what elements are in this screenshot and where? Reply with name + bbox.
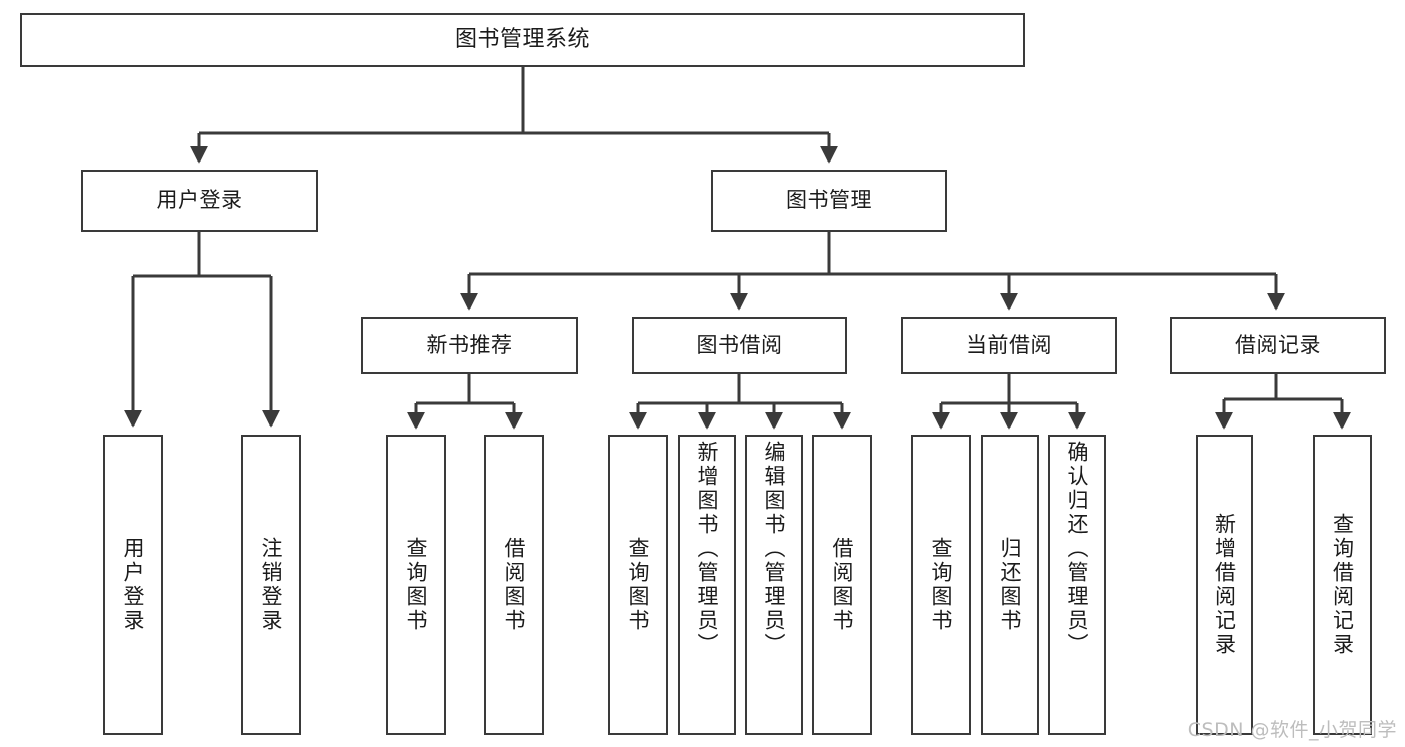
leaf-query-record[interactable]: 查询借阅记录 — [1313, 435, 1372, 735]
node-borrow-record-label: 借阅记录 — [1235, 332, 1321, 357]
leaf-edit-book[interactable]: 编辑图书（管理员） — [745, 435, 803, 735]
leaf-add-record-label: 新增借阅记录 — [1212, 513, 1237, 657]
node-new-book-recommend-label: 新书推荐 — [426, 332, 513, 357]
node-current-borrow[interactable]: 当前借阅 — [901, 317, 1117, 374]
node-root-label: 图书管理系统 — [454, 26, 590, 52]
leaf-borrow-book-2-label: 借阅图书 — [830, 537, 855, 633]
node-borrow-record[interactable]: 借阅记录 — [1170, 317, 1386, 374]
leaf-edit-book-label: 编辑图书（管理员） — [762, 441, 787, 657]
node-book-management-label: 图书管理 — [786, 188, 872, 213]
leaf-add-book-label: 新增图书（管理员） — [695, 441, 720, 657]
leaf-confirm-return-label: 确认归还（管理员） — [1065, 441, 1090, 657]
leaf-return-book[interactable]: 归还图书 — [981, 435, 1039, 735]
node-root[interactable]: 图书管理系统 — [20, 13, 1025, 67]
node-book-management[interactable]: 图书管理 — [711, 170, 947, 232]
leaf-logout-login-label: 注销登录 — [259, 537, 284, 633]
leaf-add-book[interactable]: 新增图书（管理员） — [678, 435, 736, 735]
leaf-return-book-label: 归还图书 — [998, 537, 1023, 633]
leaf-borrow-book-1-label: 借阅图书 — [502, 537, 527, 633]
leaf-query-book-2-label: 查询图书 — [626, 537, 651, 633]
node-book-borrow-label: 图书借阅 — [696, 332, 783, 357]
leaf-logout-login[interactable]: 注销登录 — [241, 435, 301, 735]
leaf-user-login-label: 用户登录 — [121, 537, 146, 633]
node-new-book-recommend[interactable]: 新书推荐 — [361, 317, 578, 374]
leaf-confirm-return[interactable]: 确认归还（管理员） — [1048, 435, 1106, 735]
leaf-add-record[interactable]: 新增借阅记录 — [1196, 435, 1253, 735]
leaf-borrow-book-1[interactable]: 借阅图书 — [484, 435, 544, 735]
leaf-query-record-label: 查询借阅记录 — [1330, 513, 1355, 657]
watermark: CSDN @软件_小贺同学 — [1187, 719, 1397, 741]
leaf-query-book-3[interactable]: 查询图书 — [911, 435, 971, 735]
leaf-query-book-1-label: 查询图书 — [404, 537, 429, 633]
node-book-borrow[interactable]: 图书借阅 — [632, 317, 847, 374]
leaf-query-book-3-label: 查询图书 — [929, 537, 954, 633]
node-user-login-label: 用户登录 — [156, 188, 243, 213]
leaf-query-book-1[interactable]: 查询图书 — [386, 435, 446, 735]
node-user-login[interactable]: 用户登录 — [81, 170, 318, 232]
leaf-borrow-book-2[interactable]: 借阅图书 — [812, 435, 872, 735]
leaf-query-book-2[interactable]: 查询图书 — [608, 435, 668, 735]
node-current-borrow-label: 当前借阅 — [966, 332, 1052, 357]
leaf-user-login[interactable]: 用户登录 — [103, 435, 163, 735]
